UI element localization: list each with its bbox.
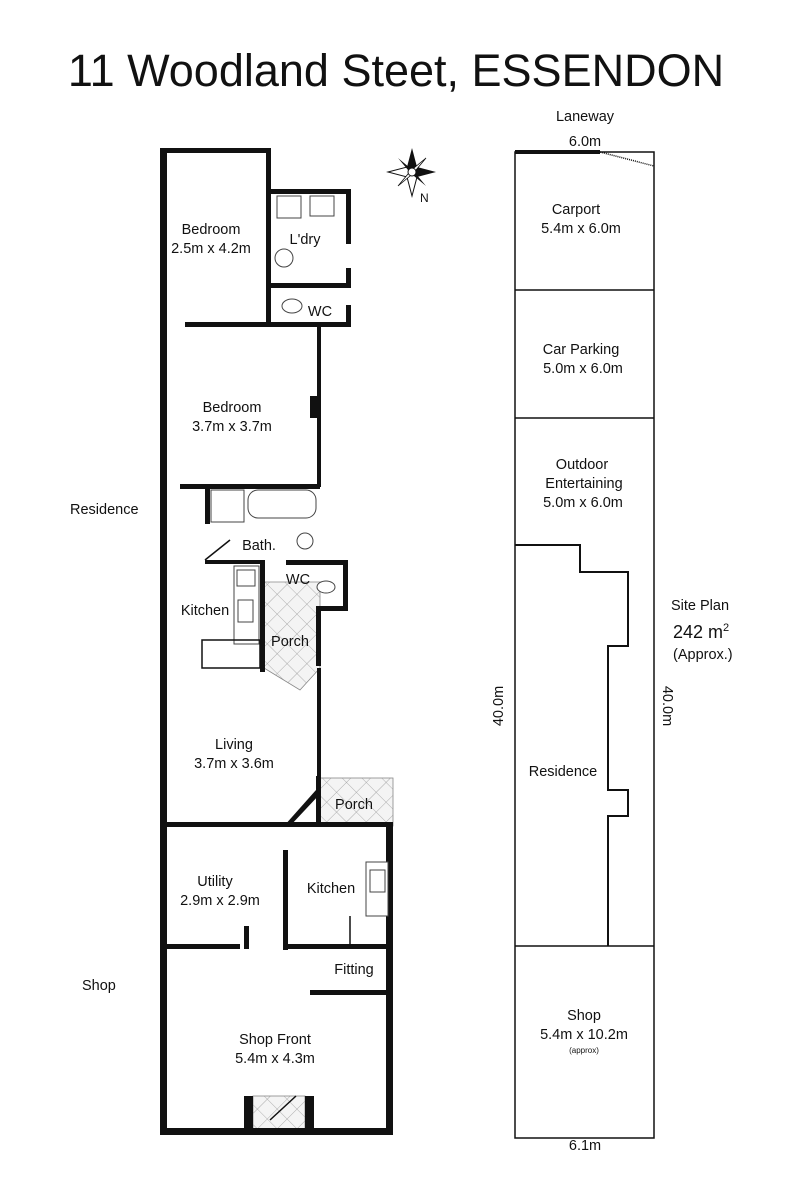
living-label: Living (215, 737, 253, 753)
shop-entry (244, 1095, 314, 1135)
wc1-label: WC (308, 304, 332, 320)
top-width-label: 6.0m (569, 134, 601, 150)
fitting-label: Fitting (334, 962, 374, 978)
car-parking-label: Car Parking (543, 342, 620, 358)
site-residence-label: Residence (529, 764, 598, 780)
right-length-label: 40.0m (659, 686, 675, 726)
outer-walls (160, 148, 393, 1135)
kitchen2-label: Kitchen (307, 881, 355, 897)
page-title: 11 Woodland Steet, ESSENDON (68, 45, 724, 96)
shop-walls (160, 850, 392, 995)
kitchen1-label: Kitchen (181, 603, 229, 619)
living-size: 3.7m x 3.6m (194, 756, 274, 772)
residence-zone-label: Residence (70, 502, 139, 518)
outdoor-label: Outdoor (556, 457, 609, 473)
site-plan: Laneway 6.0m 6.1m 40.0m 40.0m Site Plan … (491, 109, 733, 1154)
compass-icon (386, 148, 436, 198)
utility-label: Utility (197, 874, 233, 890)
site-area-note: (Approx.) (673, 647, 733, 663)
shop-zone-label: Shop (82, 978, 116, 994)
floor-plan: Bedroom 2.5m x 4.2m L'dry WC Bedroom 3.7… (70, 148, 394, 1135)
laneway-label: Laneway (556, 109, 615, 125)
site-shop-size: 5.4m x 10.2m (540, 1027, 628, 1043)
laundry-label: L'dry (290, 232, 322, 248)
bath-label: Bath. (242, 538, 276, 554)
site-shop-label: Shop (567, 1008, 601, 1024)
outdoor-size: 5.0m x 6.0m (543, 495, 623, 511)
compass-north-label: N (420, 191, 429, 205)
left-length-label: 40.0m (491, 686, 507, 726)
bedroom-walls (180, 322, 321, 489)
utility-size: 2.9m x 2.9m (180, 893, 260, 909)
carport-label: Carport (552, 202, 600, 218)
site-shop-note: (approx) (569, 1046, 599, 1055)
outdoor-label-2: Entertaining (545, 476, 622, 492)
site-plan-label: Site Plan (671, 598, 729, 614)
bath-walls (204, 484, 317, 564)
wc-porch-walls (260, 560, 348, 672)
living-walls (160, 668, 392, 827)
bedroom1-size: 2.5m x 4.2m (171, 241, 251, 257)
porch1-label: Porch (271, 634, 309, 650)
site-area-value: 242 m2 (673, 622, 729, 642)
porch2-label: Porch (335, 797, 373, 813)
bedroom2-size: 3.7m x 3.7m (192, 419, 272, 435)
bedroom1-label: Bedroom (182, 222, 241, 238)
shop-front-size: 5.4m x 4.3m (235, 1051, 315, 1067)
car-parking-size: 5.0m x 6.0m (543, 361, 623, 377)
bedroom2-label: Bedroom (203, 400, 262, 416)
kitchen-fixtures (201, 565, 261, 669)
carport-size: 5.4m x 6.0m (541, 221, 621, 237)
wc2-label: WC (286, 572, 310, 588)
bottom-width-label: 6.1m (569, 1138, 601, 1154)
shop-front-label: Shop Front (239, 1032, 311, 1048)
